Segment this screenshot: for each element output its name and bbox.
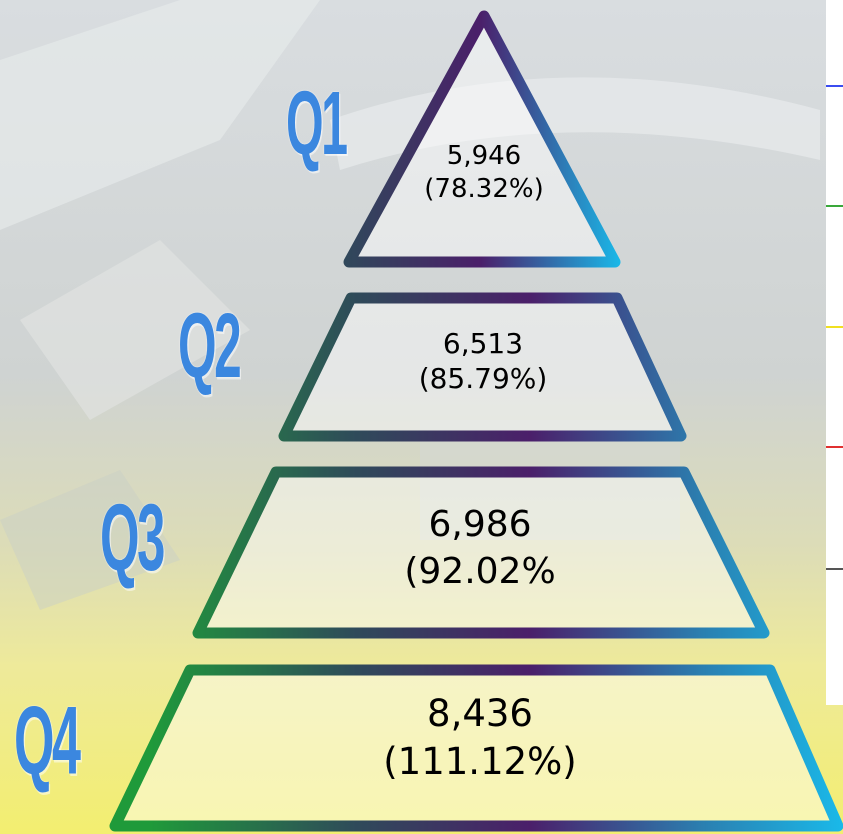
tier-q3-count: 6,986	[428, 504, 532, 545]
tier-q2-count: 6,513	[442, 327, 524, 360]
tier-q1-values: 5,946 (78.32%)	[404, 140, 564, 205]
tier-q3-values: 6,986 (92.02%	[380, 502, 580, 596]
tier-q2-trapezoid	[278, 292, 687, 442]
legend-line-yellow	[826, 326, 843, 328]
legend-line-green	[826, 205, 843, 207]
tier-q4-values: 8,436 (111.12%)	[370, 690, 590, 786]
tier-q4-trapezoid	[109, 664, 843, 832]
tier-q4-count: 8,436	[427, 692, 533, 735]
legend-line-red	[826, 446, 843, 448]
quarter-label-q2: Q2	[178, 294, 242, 397]
tier-q1-count: 5,946	[446, 141, 522, 171]
tier-q4-percent: (111.12%)	[383, 740, 577, 784]
legend-line-blue	[826, 85, 843, 87]
legend-line-gray	[826, 568, 843, 570]
quarter-label-q3: Q3	[100, 486, 165, 591]
tier-q2-values: 6,513 (85.79%)	[398, 326, 568, 396]
tier-q2-percent: (85.79%)	[418, 362, 548, 395]
tier-q1-triangle	[343, 10, 621, 268]
tier-q3-trapezoid	[192, 466, 770, 639]
quarter-label-q4: Q4	[14, 686, 81, 795]
tier-q1-percent: (78.32%)	[424, 173, 544, 204]
quarter-label-q1: Q1	[286, 72, 348, 174]
tier-q3-percent: (92.02%	[404, 550, 556, 592]
